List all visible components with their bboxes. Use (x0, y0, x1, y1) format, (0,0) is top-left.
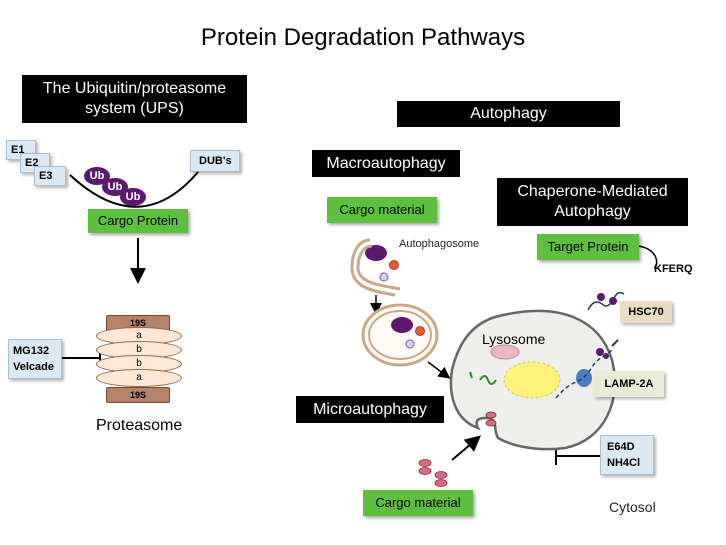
proteasome-cap-bottom-label: 19S (129, 390, 146, 400)
macro-cargo-material: Cargo material (327, 197, 437, 223)
lysosome-vesicle (490, 344, 520, 360)
ups-header: The Ubiquitin/proteasome system (UPS) (22, 75, 247, 123)
lamp2a-box: LAMP-2A (594, 371, 664, 397)
dubs-box: DUB's (190, 150, 240, 172)
cma-header-text: Chaperone-Mediated Autophagy (517, 183, 668, 220)
proteasome-cap-bottom: 19S (106, 387, 170, 403)
degraded-fragment (479, 375, 497, 385)
lysosome-lumen (503, 361, 561, 399)
cma-substrate-path (555, 347, 615, 399)
proteasome-ring-b-bottom-label: b (136, 358, 142, 369)
inhibitor-nh4cl: NH4Cl (607, 457, 641, 469)
micro-cargo-label: Cargo material (375, 495, 461, 510)
phagophore (350, 238, 396, 297)
proteasome-label: Proteasome (96, 417, 183, 434)
ub-tag-1: Ub (84, 167, 110, 185)
proteasome-cap-top-label: 19S (129, 318, 146, 328)
ub-label-1: Ub (89, 170, 105, 182)
macro-cargo-label: Cargo material (339, 202, 425, 217)
microautophagy-text: Microautophagy (313, 401, 427, 418)
ups-header-text: The Ubiquitin/proteasome system (UPS) (42, 80, 227, 117)
lysosome-label: Lysosome (482, 331, 546, 347)
macro-arrow-2 (427, 361, 451, 379)
ups-cargo-protein: Cargo Protein (88, 209, 188, 233)
e3-label: E3 (39, 170, 53, 182)
inhibitor-mg132: MG132 (13, 345, 50, 357)
e3-box: E3 (34, 166, 66, 186)
macro-cargo-purple (365, 245, 387, 261)
autophagosome (361, 303, 439, 367)
proteasome-ring-a-bottom-label: a (136, 372, 142, 383)
ups-cargo-label: Cargo Protein (97, 213, 179, 228)
proteasome-ring-b-top-label: b (136, 344, 142, 355)
ub-label-3: Ub (125, 191, 141, 203)
micro-cargo-material: Cargo material (363, 490, 473, 516)
inhibitor-e64d: E64D (607, 441, 635, 453)
lysosome-inhibitor-box: E64D NH4Cl (600, 435, 654, 475)
cma-target-protein: Target Protein (537, 234, 639, 260)
proteasome-ring-a-top-label: a (136, 330, 142, 341)
ub-label-2: Ub (107, 181, 123, 193)
lamp2a-channel (576, 369, 592, 387)
proteasome-inhibitor-box: MG132 Velcade (8, 339, 62, 379)
target-protein-label: Target Protein (547, 239, 629, 254)
autophagy-header-text: Autophagy (470, 105, 547, 122)
macroautophagy-text: Macroautophagy (326, 155, 446, 172)
micro-cargo-item (418, 459, 432, 467)
inhibitor-velcade: Velcade (13, 361, 54, 373)
macroautophagy-header: Macroautophagy (312, 150, 460, 177)
hsc70-label: HSC70 (628, 306, 664, 318)
hsc70-box: HSC70 (620, 301, 672, 323)
lamp2a-label: LAMP-2A (604, 378, 654, 390)
proteasome-ring-a-bottom: a (96, 369, 182, 387)
cytosol-label: Cytosol (609, 499, 656, 515)
microautophagy-header: Microautophagy (296, 396, 444, 423)
kferq-label: KFERQ (654, 263, 693, 275)
ubiquitination-arc (69, 171, 199, 208)
hsc70-substrate (587, 291, 625, 311)
diagram-title: Protein Degradation Pathways (200, 24, 526, 51)
autophagosome-label: Autophagosome (399, 238, 480, 250)
ub-tag-3: Ub (120, 188, 146, 206)
dubs-label: DUB's (199, 155, 232, 167)
autophagy-header: Autophagy (397, 101, 620, 127)
micro-arrow (451, 435, 482, 461)
kferq-tail (637, 245, 658, 269)
cma-header: Chaperone-Mediated Autophagy (497, 178, 688, 226)
